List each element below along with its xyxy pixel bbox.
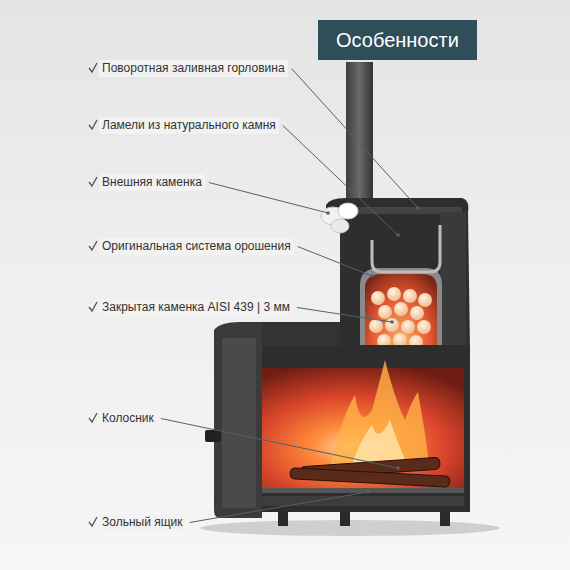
leader-line (298, 247, 372, 277)
leader-dot (396, 466, 400, 470)
callout-label: Оригинальная система орошения (99, 238, 294, 255)
leader-line (292, 69, 418, 209)
leader-line (283, 126, 398, 236)
leader-line (161, 419, 398, 469)
title-banner: Особенности (318, 20, 477, 60)
leader-line (297, 308, 392, 323)
callout-label: Закрытая каменка AISI 439 | 3 мм (99, 299, 293, 316)
callout-label: Ламели из натурального камня (99, 117, 279, 134)
leader-dot (416, 206, 420, 210)
leader-dot (326, 211, 330, 215)
callout-label: Колосник (99, 410, 157, 427)
leader-dot (396, 233, 400, 237)
leader-line (190, 492, 368, 523)
callout-label: Поворотная заливная горловина (99, 60, 288, 77)
leader-dot (366, 490, 370, 494)
leader-dot (390, 320, 394, 324)
callout-label: Внешняя каменка (99, 174, 205, 191)
leader-line (209, 183, 328, 214)
leader-dot (370, 274, 374, 278)
callout-label: Зольный ящик (99, 514, 186, 531)
